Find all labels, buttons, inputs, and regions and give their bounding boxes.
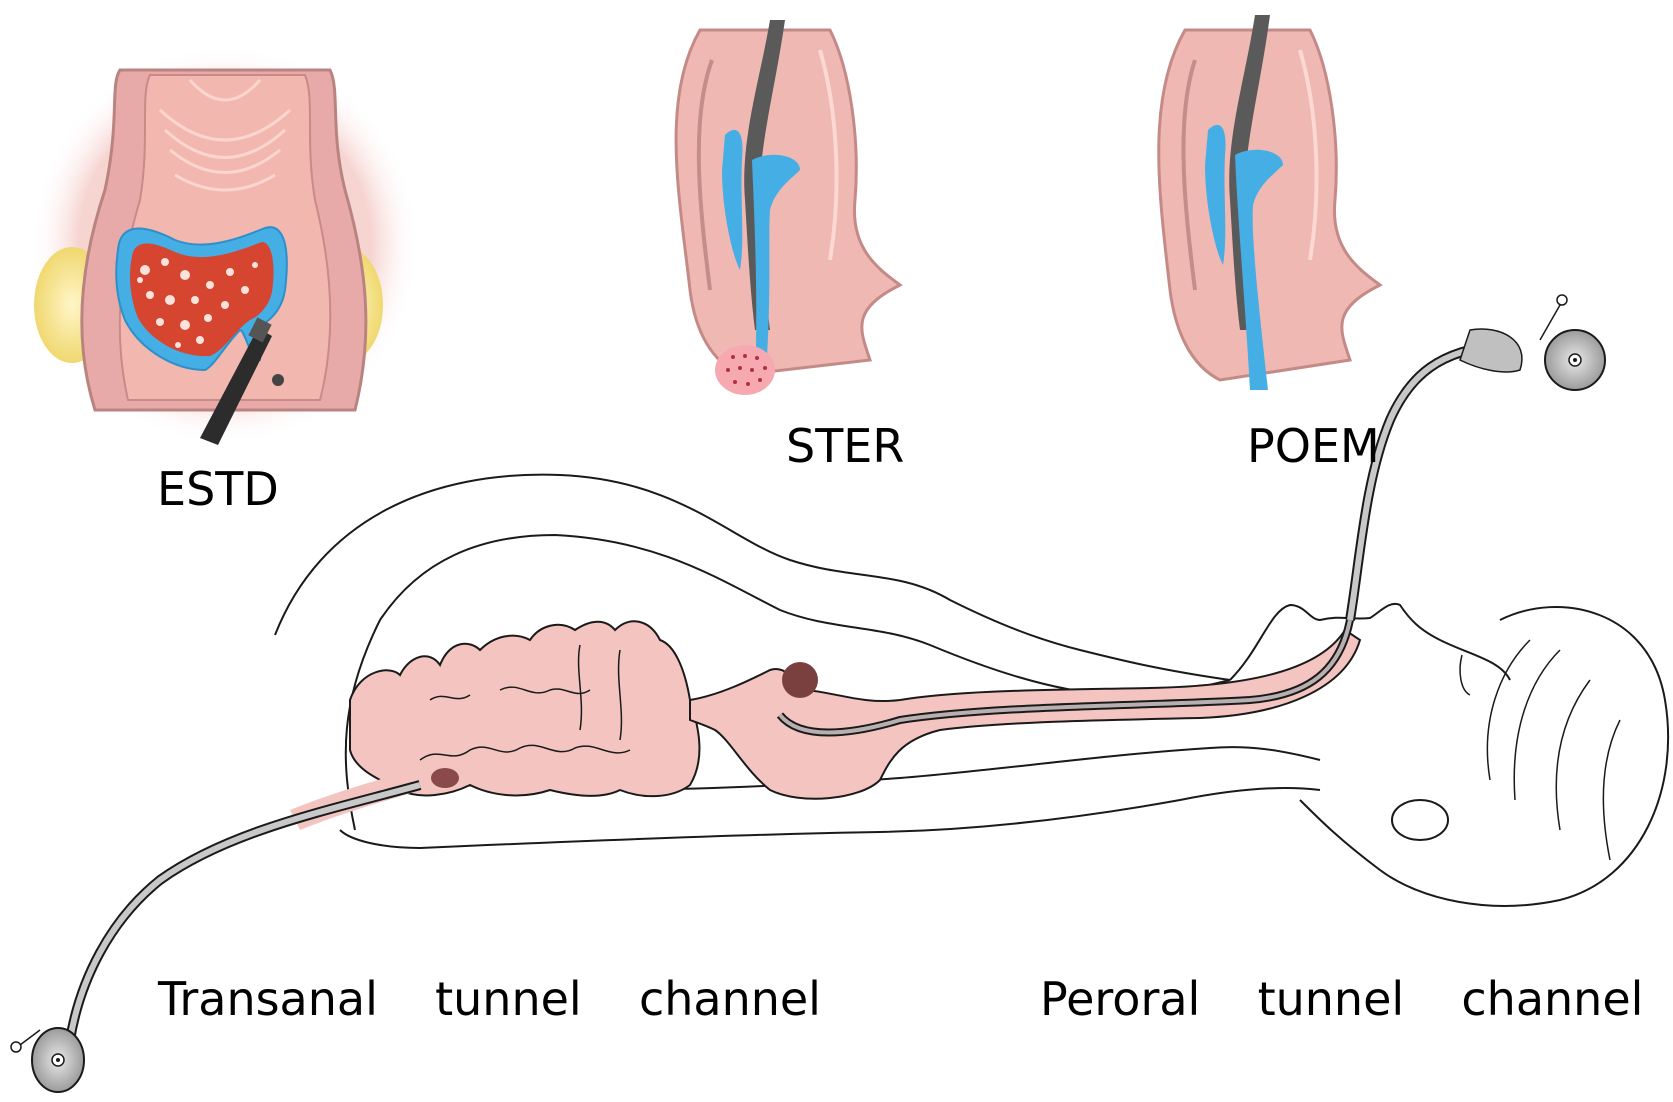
transanal-endoscope [10,780,422,1093]
poem-label: POEM [1247,419,1380,473]
estd-label: ESTD [157,462,279,516]
peroral-endoscope [1345,294,1606,621]
poem-illustration [1157,15,1383,390]
peroral-channel-label: Peroral tunnel channel [1040,972,1644,1026]
estd-illustration [30,45,420,445]
ster-illustration [674,20,903,395]
transanal-channel-label: Transanal tunnel channel [158,972,821,1026]
patient-body-outline [274,473,1670,907]
ster-label: STER [786,419,905,473]
stomach-esophagus-illustration [689,619,1362,800]
